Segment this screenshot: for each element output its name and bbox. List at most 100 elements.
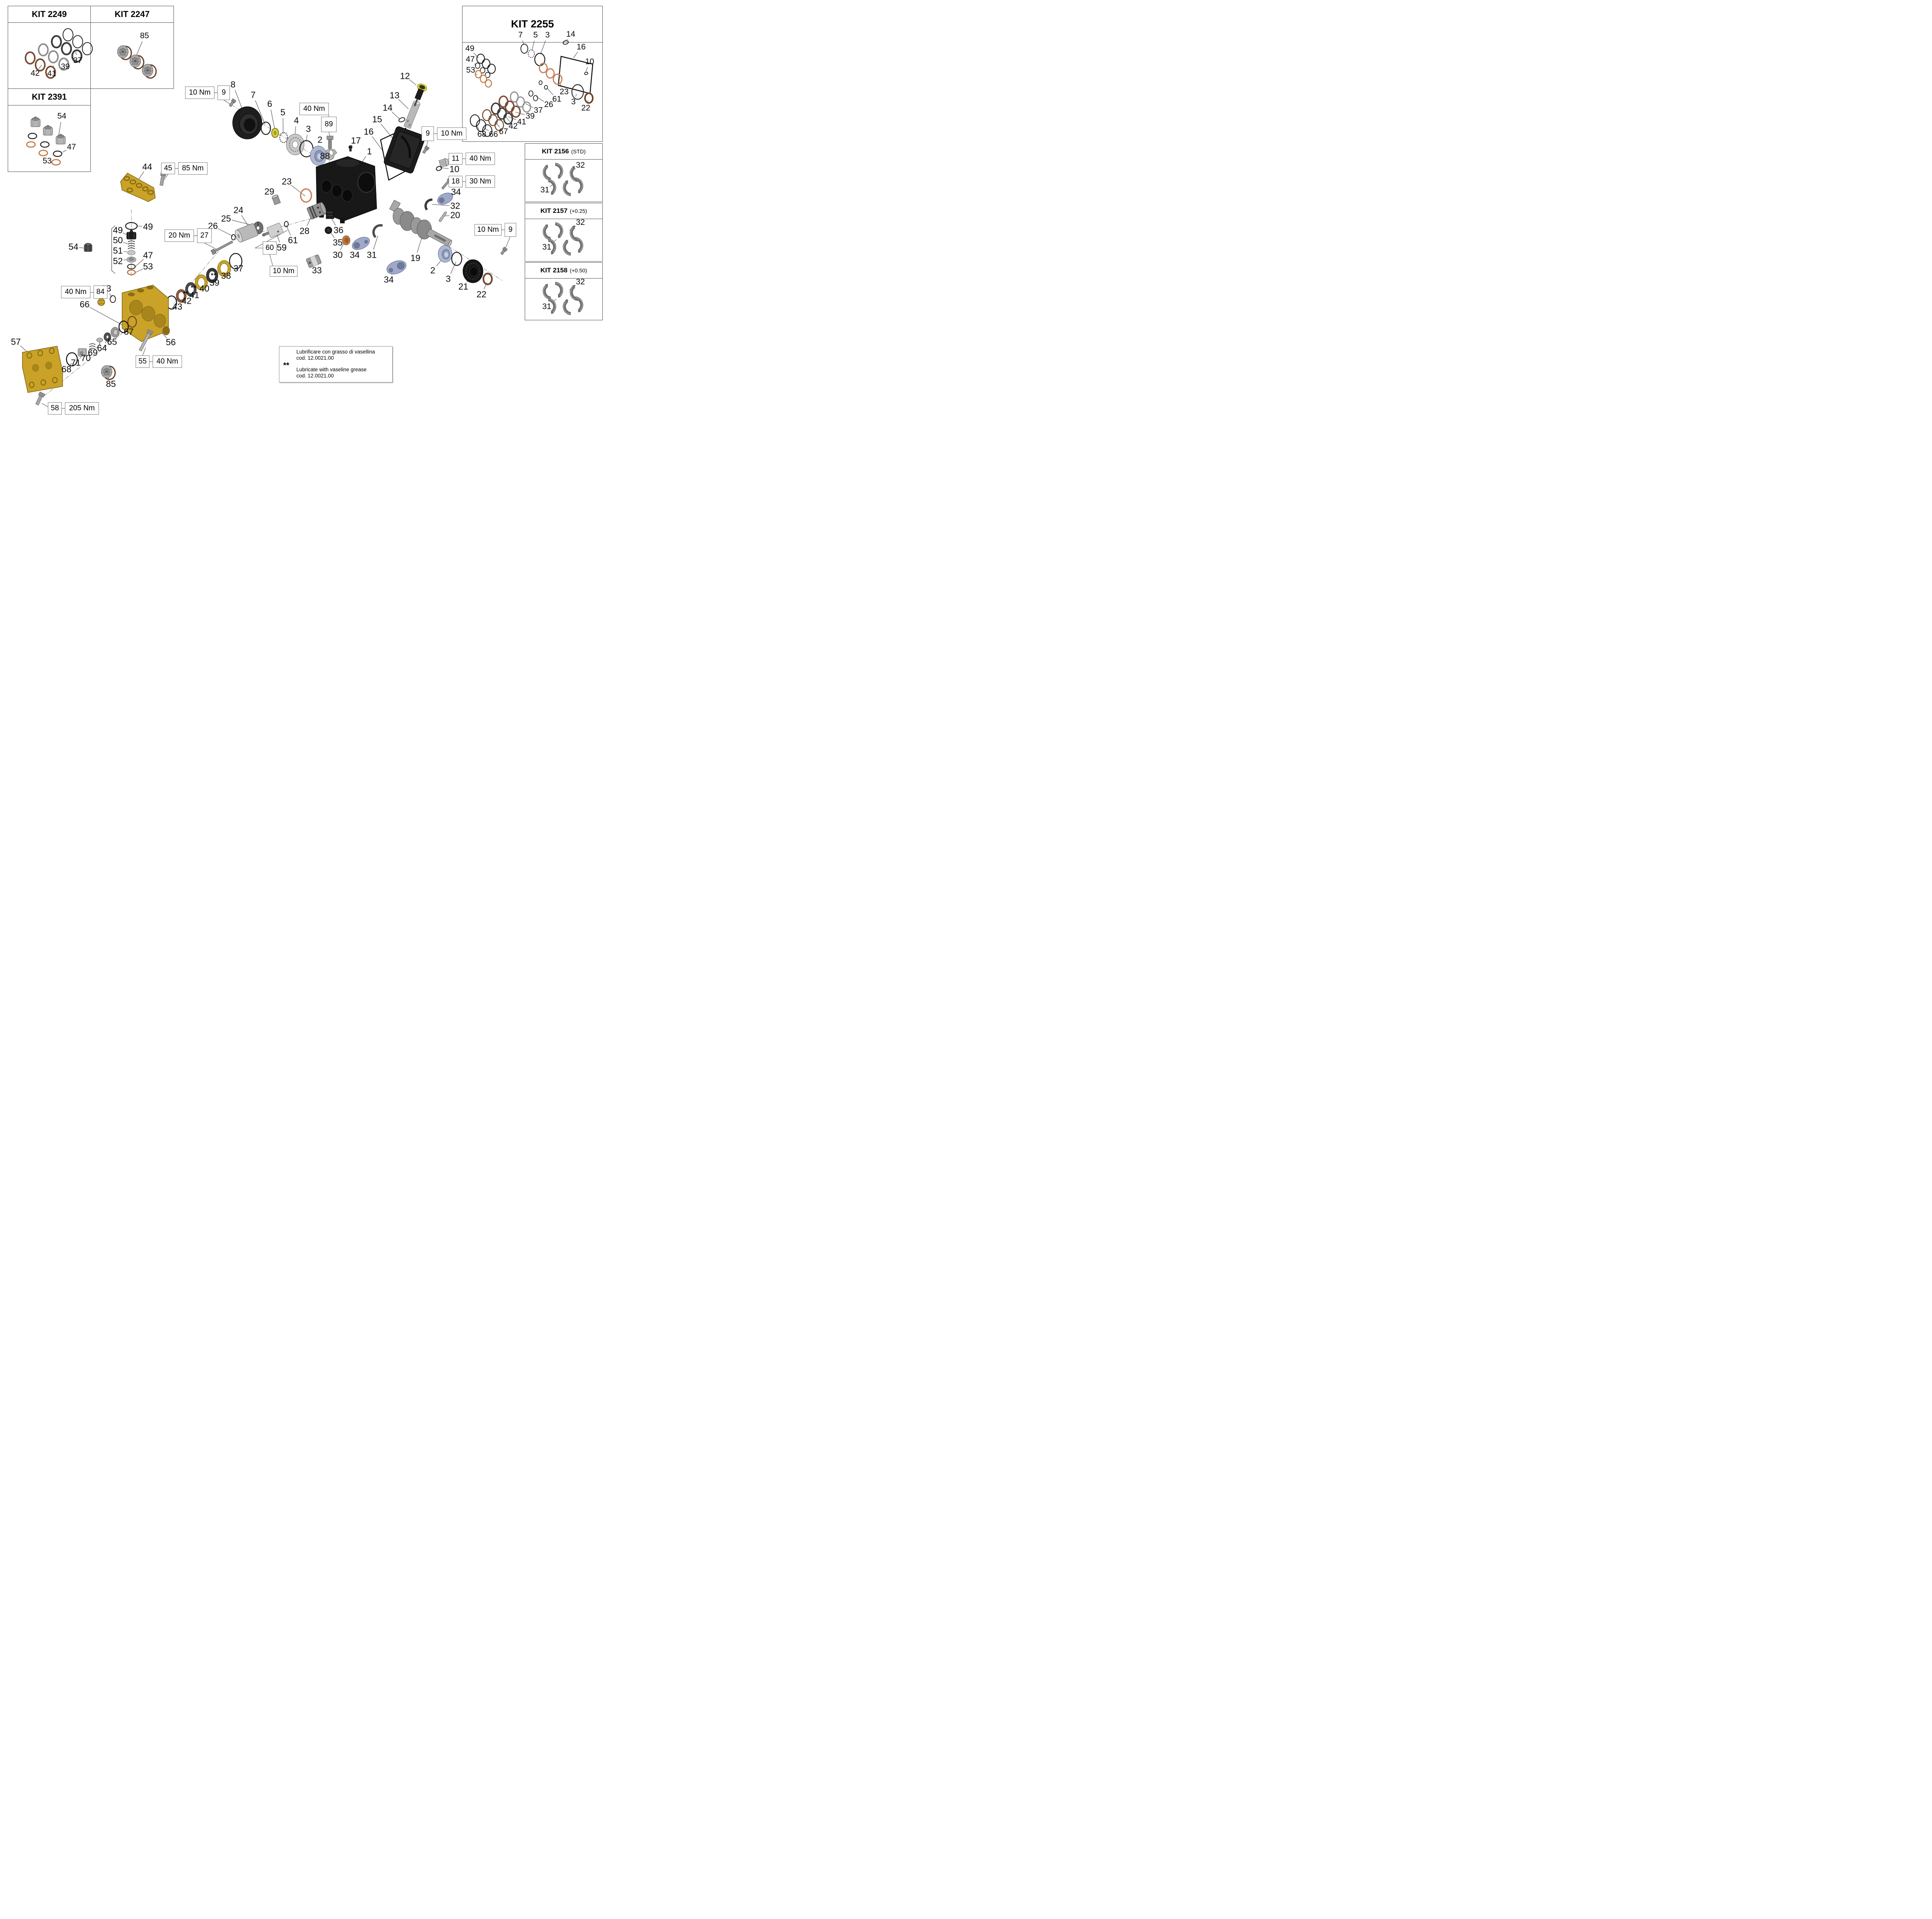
callout-37: 37 bbox=[233, 263, 243, 274]
callout-47: 47 bbox=[143, 250, 153, 260]
callout-49: 49 bbox=[113, 225, 123, 235]
ref-box-40-nm: 40 Nm bbox=[466, 153, 495, 165]
callout-42: 42 bbox=[31, 69, 40, 78]
ref-box-27: 27 bbox=[197, 228, 212, 243]
callout-68: 68 bbox=[477, 130, 486, 139]
callout-47: 47 bbox=[67, 143, 76, 151]
callout-7: 7 bbox=[518, 31, 523, 39]
callout-21: 21 bbox=[458, 281, 468, 292]
kit-2249-title: KIT 2249 bbox=[8, 6, 90, 23]
callout-13: 13 bbox=[389, 90, 400, 100]
ref-box-58: 58 bbox=[48, 402, 62, 415]
callout-49: 49 bbox=[143, 221, 153, 232]
kit-2156-title: KIT 2156(STD) bbox=[525, 144, 602, 160]
callout-44: 44 bbox=[142, 161, 152, 172]
callout-53: 53 bbox=[43, 156, 52, 165]
callout-2: 2 bbox=[430, 265, 435, 275]
callout-2: 2 bbox=[317, 134, 323, 145]
callout-50: 50 bbox=[113, 235, 123, 245]
callout-14: 14 bbox=[383, 102, 393, 113]
callout-34: 34 bbox=[350, 250, 360, 260]
callout-32: 32 bbox=[576, 161, 585, 170]
callout-71: 71 bbox=[71, 357, 81, 368]
callout-39: 39 bbox=[526, 112, 535, 121]
ref-box-55: 55 bbox=[136, 355, 150, 368]
callout-32: 32 bbox=[450, 201, 460, 211]
callout-59: 59 bbox=[277, 242, 287, 253]
ref-box-9: 9 bbox=[218, 85, 230, 100]
ref-box-11: 11 bbox=[449, 153, 463, 165]
callout-37: 37 bbox=[73, 56, 82, 65]
ref-box-9: 9 bbox=[422, 126, 434, 141]
callout-31: 31 bbox=[540, 185, 549, 194]
ref-box-9: 9 bbox=[505, 223, 516, 237]
callout-56: 56 bbox=[166, 337, 176, 347]
callout-3: 3 bbox=[306, 124, 311, 134]
callout-3: 3 bbox=[571, 97, 576, 106]
callout-39: 39 bbox=[61, 62, 70, 71]
kit-2156-suffix: (STD) bbox=[571, 148, 586, 155]
callout-43: 43 bbox=[172, 301, 182, 312]
callout-33: 33 bbox=[312, 265, 322, 275]
ref-box-10-nm: 10 Nm bbox=[185, 87, 214, 99]
ref-box-85-nm: 85 Nm bbox=[178, 162, 207, 175]
ref-box-60: 60 bbox=[263, 241, 277, 255]
callout-asterisks: ** bbox=[190, 285, 197, 291]
callout-15: 15 bbox=[372, 114, 382, 124]
callout-69: 69 bbox=[88, 347, 98, 358]
callout-68: 68 bbox=[61, 364, 71, 374]
callout-asterisks: ** bbox=[211, 272, 217, 279]
callout-5: 5 bbox=[280, 107, 286, 117]
callout-20: 20 bbox=[450, 210, 460, 220]
ref-box-40-nm: 40 Nm bbox=[61, 286, 90, 298]
callout-37: 37 bbox=[534, 106, 543, 115]
callout-34: 34 bbox=[384, 274, 394, 285]
ref-box-45: 45 bbox=[161, 163, 175, 174]
callout-40: 40 bbox=[199, 283, 209, 294]
callout-54: 54 bbox=[68, 241, 78, 252]
callout-31: 31 bbox=[542, 302, 551, 311]
callout-17: 17 bbox=[351, 135, 361, 146]
callout-32: 32 bbox=[576, 218, 585, 227]
ref-box-40-nm: 40 Nm bbox=[299, 103, 329, 115]
ref-box-84: 84 bbox=[94, 286, 107, 299]
callout-22: 22 bbox=[476, 289, 486, 299]
callout-5: 5 bbox=[533, 31, 538, 39]
callout-31: 31 bbox=[542, 243, 551, 252]
callout-38: 38 bbox=[221, 270, 231, 281]
callout-32: 32 bbox=[576, 277, 585, 286]
callout-4: 4 bbox=[294, 115, 299, 126]
callout-8: 8 bbox=[230, 79, 236, 90]
ref-box-89: 89 bbox=[321, 117, 337, 132]
callout-57: 57 bbox=[11, 337, 21, 347]
ref-box-20-nm: 20 Nm bbox=[165, 229, 194, 242]
callout-22: 22 bbox=[581, 104, 590, 112]
callout-67: 67 bbox=[499, 127, 508, 136]
kit-2391-title: KIT 2391 bbox=[8, 89, 90, 105]
callout-10: 10 bbox=[449, 164, 459, 174]
callout-88: 88 bbox=[320, 151, 330, 161]
callout-61: 61 bbox=[552, 95, 561, 104]
callout-26: 26 bbox=[544, 100, 553, 109]
kit-2158-suffix: (+0.50) bbox=[570, 267, 587, 274]
callout-1: 1 bbox=[367, 146, 372, 156]
panel-kit-2247: KIT 2247 bbox=[90, 6, 174, 89]
callout-47: 47 bbox=[466, 55, 475, 64]
ref-box-30-nm: 30 Nm bbox=[466, 175, 495, 188]
callout-34: 34 bbox=[451, 187, 461, 197]
callout-54: 54 bbox=[57, 112, 66, 121]
exploded-parts-diagram: KIT 2249 KIT 2247 KIT 2391 KIT 2255 KIT … bbox=[0, 0, 606, 428]
callout-53: 53 bbox=[143, 261, 153, 272]
callout-53: 53 bbox=[466, 66, 475, 75]
callout-61: 61 bbox=[288, 235, 298, 245]
callout-16: 16 bbox=[577, 42, 586, 51]
kit-2247-title: KIT 2247 bbox=[91, 6, 173, 23]
kit-2157-title: KIT 2157(+0.25) bbox=[525, 203, 602, 219]
ref-box-10-nm: 10 Nm bbox=[270, 266, 298, 277]
ref-box-18: 18 bbox=[449, 176, 463, 187]
ref-box-10-nm: 10 Nm bbox=[474, 224, 502, 236]
callout-41: 41 bbox=[47, 69, 56, 78]
